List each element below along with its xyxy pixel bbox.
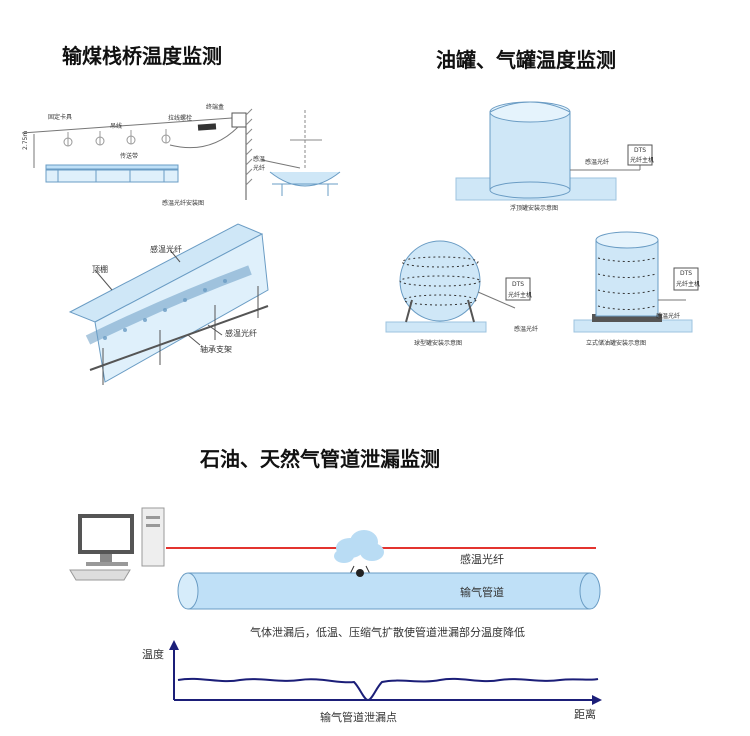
label-hanger: 吊线	[110, 123, 123, 130]
conveyor-caption: 感温光纤安装图	[162, 200, 205, 207]
label-clamp: 固定卡具	[48, 114, 73, 121]
pipeline-fiber-label: 感温光纤	[460, 553, 504, 566]
vertical-dts-label-b: 光纤主机	[676, 281, 701, 288]
label-fiber-top: 感温光纤	[150, 245, 182, 254]
vertical-dts-label-a: DTS	[680, 270, 693, 277]
floating-fiber-label: 感温光纤	[585, 159, 610, 166]
pipeline-pipe-label: 输气管道	[460, 586, 504, 599]
label-fiber-bottom: 感温光纤	[225, 329, 257, 338]
label-fiber-b: 光纤	[253, 165, 266, 172]
pipeline-title: 石油、天然气管道泄漏监测	[200, 447, 440, 471]
sphere-dts-label-b: 光纤主机	[508, 292, 533, 299]
label-belt: 传送带	[120, 153, 139, 160]
label-support: 轴承支架	[200, 345, 232, 354]
vertical-fiber-label: 感温光纤	[656, 313, 681, 320]
pipeline-description: 气体泄漏后，低温、压缩气扩散使管道泄漏部分温度降低	[250, 626, 525, 639]
floating-dts-label-b: 光纤主机	[630, 157, 655, 164]
axis-x-label: 距离	[574, 708, 596, 721]
sphere-dts-label-a: DTS	[512, 281, 525, 288]
vertical-caption: 立式储油罐安装示意图	[586, 340, 647, 347]
label-terminal: 终端盒	[206, 104, 225, 111]
label-roof: 顶棚	[92, 265, 108, 274]
label-dimension: 2.75m	[22, 130, 29, 150]
floating-caption: 浮顶罐安装示意图	[510, 205, 559, 212]
label-turnbuckle: 拉线螺栓	[168, 115, 193, 122]
leak-point-label: 输气管道泄漏点	[320, 711, 397, 724]
tanks-title: 油罐、气罐温度监测	[436, 48, 616, 72]
conveyor-title: 输煤栈桥温度监测	[62, 44, 222, 68]
sphere-caption: 球型罐安装示意图	[414, 340, 463, 347]
floating-dts-label-a: DTS	[634, 147, 647, 154]
sphere-fiber-label: 感温光纤	[514, 326, 539, 333]
label-fiber-a: 感温	[253, 156, 266, 163]
axis-y-label: 温度	[142, 648, 164, 661]
